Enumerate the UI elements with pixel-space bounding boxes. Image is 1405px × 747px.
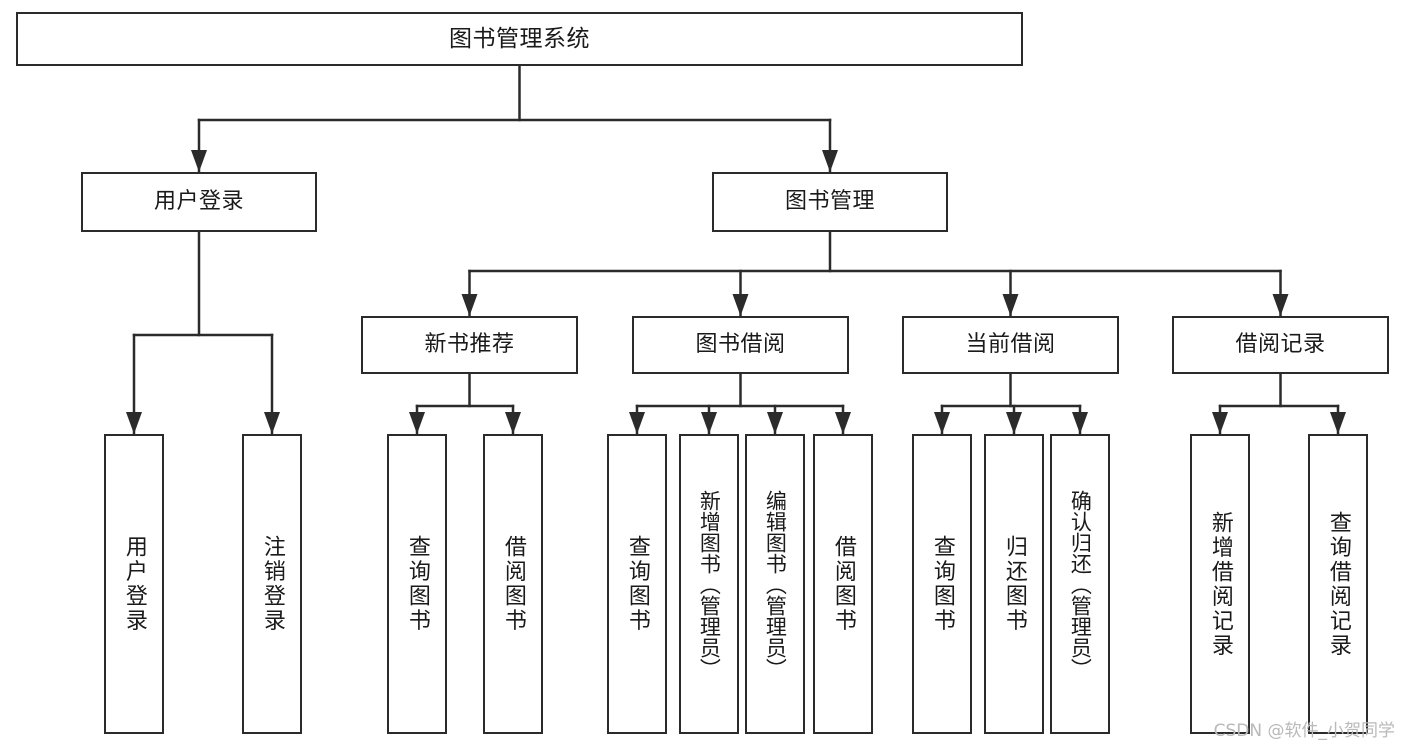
node-leaf-4[interactable]: 借阅图书	[483, 434, 543, 734]
arrowhead	[934, 412, 950, 434]
node-label: 归还图书	[1001, 535, 1027, 633]
node-borrow[interactable]: 图书借阅	[632, 316, 849, 374]
watermark: CSDN @软件_小贺同学	[1213, 721, 1395, 741]
arrowhead	[409, 412, 425, 434]
arrowhead	[505, 412, 521, 434]
node-leaf-5[interactable]: 查询图书	[607, 434, 667, 734]
node-leaf-8[interactable]: 借阅图书	[813, 434, 873, 734]
arrowhead	[835, 412, 851, 434]
arrowhead	[1006, 412, 1022, 434]
node-leaf-3[interactable]: 查询图书	[387, 434, 447, 734]
node-leaf-7[interactable]: 编辑图书（管理员）	[745, 434, 805, 734]
node-bookmgmt[interactable]: 图书管理	[712, 172, 948, 232]
node-label: 借阅图书	[500, 535, 526, 633]
node-label: 查询图书	[929, 535, 955, 633]
node-label: 查询借阅记录	[1325, 510, 1351, 658]
node-label: 编辑图书（管理员）	[763, 489, 788, 679]
arrowhead	[701, 412, 717, 434]
node-label: 用户登录	[121, 535, 147, 633]
arrowhead	[822, 150, 838, 172]
arrowhead	[1002, 294, 1019, 316]
node-label: 借阅记录	[1235, 332, 1326, 358]
arrowhead	[1272, 294, 1289, 316]
node-label: 图书借阅	[695, 332, 786, 358]
arrowhead	[1072, 412, 1088, 434]
arrowhead	[732, 294, 749, 316]
arrowhead	[1212, 412, 1228, 434]
node-label: 新增借阅记录	[1207, 510, 1233, 658]
node-label: 确认归还（管理员）	[1068, 489, 1093, 679]
arrowhead	[264, 412, 280, 434]
node-leaf-6[interactable]: 新增图书（管理员）	[679, 434, 739, 734]
node-leaf-13[interactable]: 查询借阅记录	[1308, 434, 1368, 734]
arrowhead	[767, 412, 783, 434]
node-root[interactable]: 图书管理系统	[16, 12, 1023, 66]
arrowhead	[126, 412, 142, 434]
node-leaf-1[interactable]: 用户登录	[104, 434, 164, 734]
node-label: 新增图书（管理员）	[697, 489, 722, 679]
arrowhead	[629, 412, 645, 434]
node-label: 新书推荐	[424, 332, 515, 358]
node-label: 借阅图书	[830, 535, 856, 633]
node-label: 图书管理	[784, 189, 875, 215]
node-label: 查询图书	[404, 535, 430, 633]
node-newbooks[interactable]: 新书推荐	[361, 316, 578, 374]
node-leaf-12[interactable]: 新增借阅记录	[1190, 434, 1250, 734]
node-label: 查询图书	[624, 535, 650, 633]
node-label: 注销登录	[259, 535, 285, 633]
arrowhead	[191, 150, 207, 172]
node-label: 用户登录	[153, 189, 244, 215]
arrowhead	[1330, 412, 1346, 434]
node-leaf-2[interactable]: 注销登录	[242, 434, 302, 734]
node-current[interactable]: 当前借阅	[902, 316, 1119, 374]
node-label: 图书管理系统	[449, 25, 590, 52]
arrowhead	[461, 294, 478, 316]
node-leaf-9[interactable]: 查询图书	[912, 434, 972, 734]
node-label: 当前借阅	[965, 332, 1056, 358]
node-records[interactable]: 借阅记录	[1172, 316, 1389, 374]
node-leaf-11[interactable]: 确认归还（管理员）	[1050, 434, 1110, 734]
node-leaf-10[interactable]: 归还图书	[984, 434, 1044, 734]
node-login[interactable]: 用户登录	[81, 172, 317, 232]
